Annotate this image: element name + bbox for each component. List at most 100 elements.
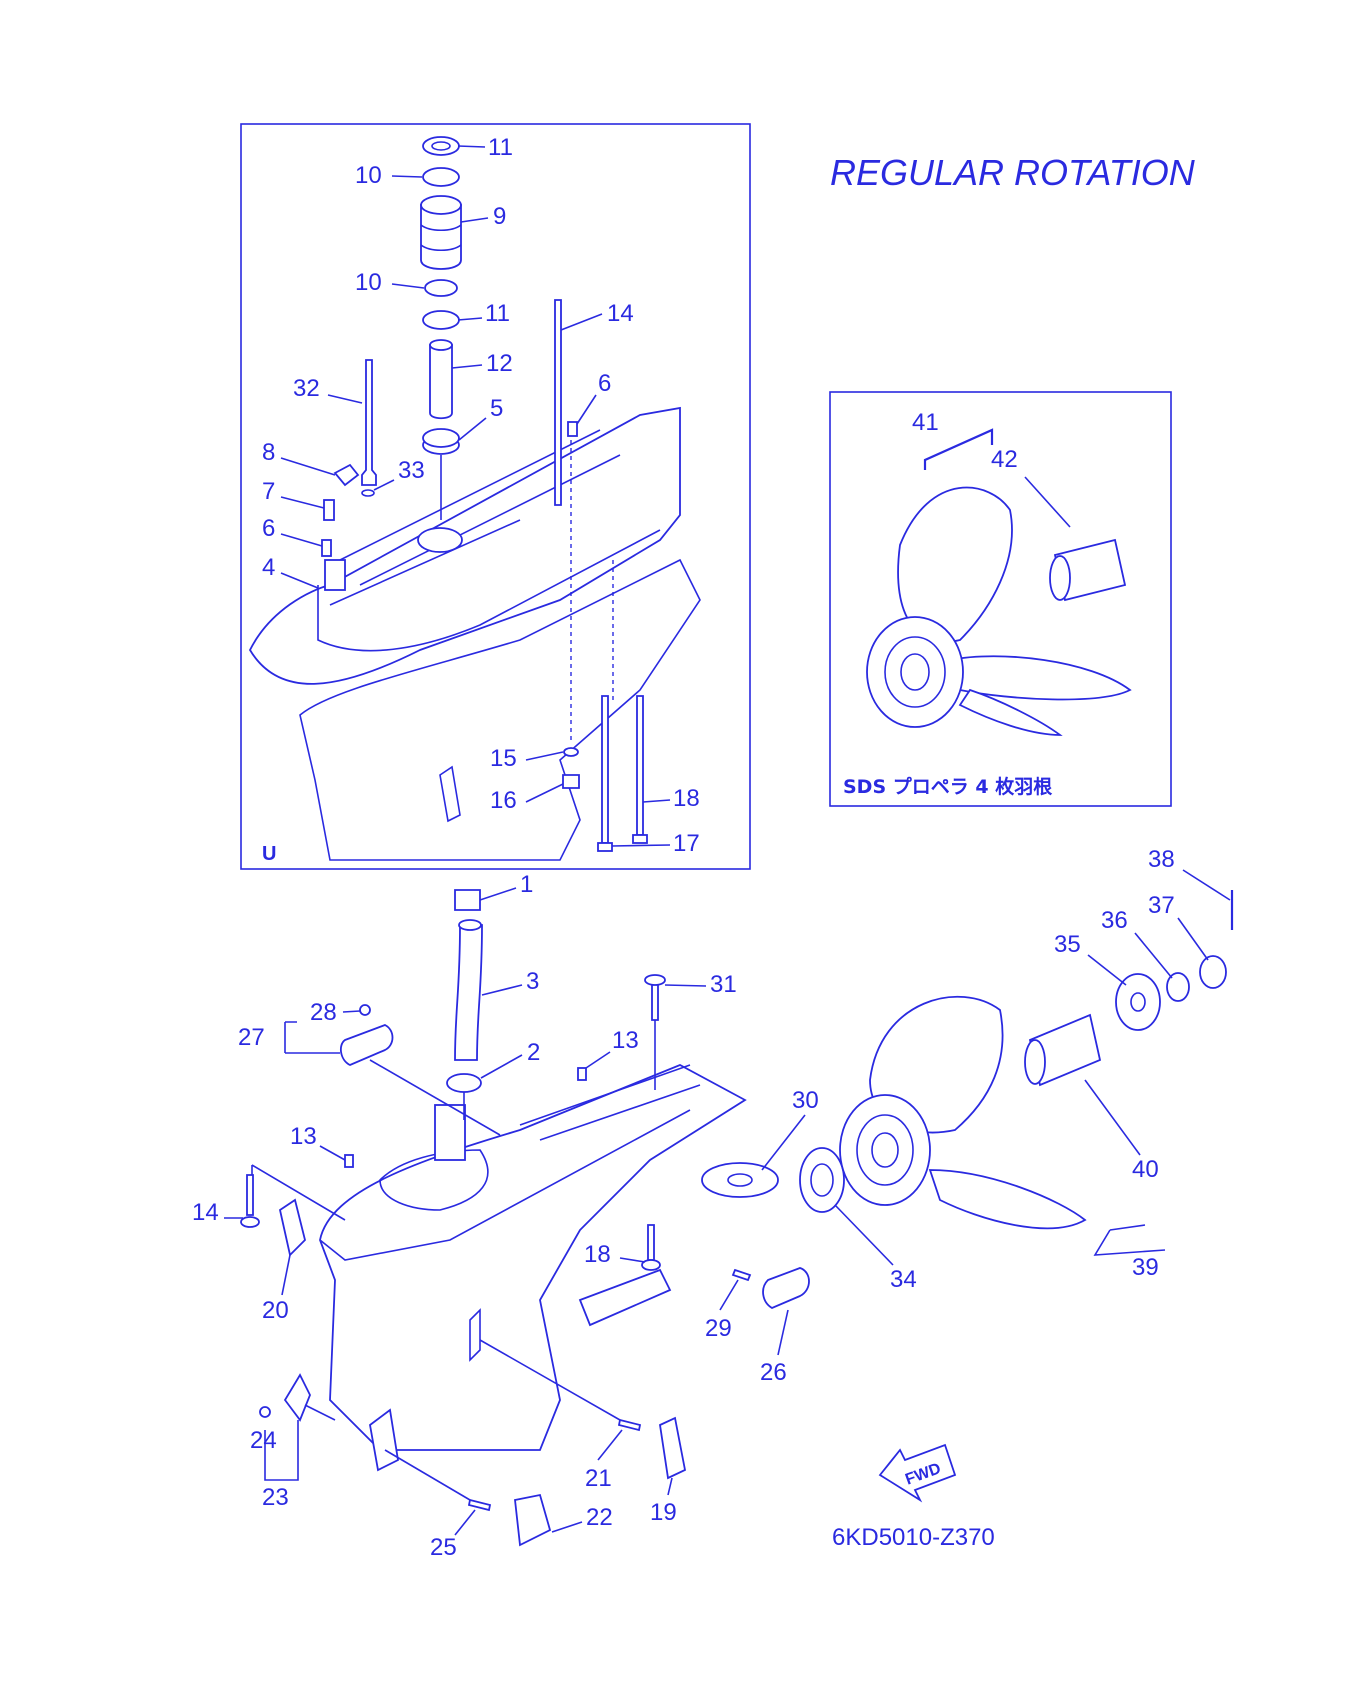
water-tube-3 — [454, 924, 483, 1061]
callout-13-right: 13 — [612, 1027, 639, 1054]
diagram-title: REGULAR ROTATION — [830, 152, 1196, 193]
callout-7: 7 — [262, 478, 275, 505]
bolt-14-lower — [246, 1174, 254, 1216]
callout-16: 16 — [490, 787, 517, 814]
stud-bolt-14-upper — [554, 299, 562, 506]
bolt-31-head — [644, 974, 666, 986]
cavitation-slot — [369, 1408, 399, 1472]
anode-20 — [278, 1198, 306, 1257]
callout-38: 38 — [1148, 846, 1175, 873]
lower-casing-body — [319, 1064, 747, 1451]
callout-35: 35 — [1054, 931, 1081, 958]
callout-6-left: 6 — [262, 515, 275, 542]
seal-5-top — [422, 428, 460, 448]
dowel-13-right — [577, 1067, 587, 1081]
callout-19: 19 — [650, 1499, 677, 1526]
oil-seal-11-low — [422, 310, 460, 330]
callout-25: 25 — [430, 1534, 457, 1561]
lower-casing-deck — [319, 1109, 691, 1261]
washer-36 — [1166, 972, 1190, 1002]
lower-casing-group: FWD — [240, 889, 1234, 1547]
water-tube-3-top — [458, 919, 482, 931]
callout-36: 36 — [1101, 907, 1128, 934]
callout-40: 40 — [1132, 1156, 1159, 1183]
lower-slot — [469, 1308, 481, 1362]
plate-30 — [701, 1162, 779, 1198]
lower-casing-ribs — [519, 1064, 701, 1141]
callout-11-top: 11 — [488, 134, 513, 161]
leader-42 — [1024, 476, 1071, 528]
sds-spline-42-end — [1049, 555, 1071, 601]
callout-10-top: 10 — [355, 162, 382, 189]
oil-seal-11-top-bore — [431, 141, 451, 151]
washer-10-top — [422, 167, 460, 187]
lower-housing-silhouette — [299, 558, 701, 861]
callout-labels: 11 10 9 10 11 14 12 32 6 5 8 33 7 6 4 15… — [192, 134, 1231, 1561]
oil-seal-11-top — [422, 136, 460, 156]
callout-30: 30 — [792, 1087, 819, 1114]
propeller-inset-frame — [829, 391, 1172, 807]
shift-rod-32 — [361, 359, 377, 486]
callout-22: 22 — [586, 1504, 613, 1531]
bolt-17-head — [597, 842, 613, 852]
callout-15: 15 — [490, 745, 517, 772]
bushing-9 — [420, 204, 462, 270]
callout-5: 5 — [490, 395, 503, 422]
dowel-6-right — [567, 421, 578, 437]
upper-casing-edge — [317, 529, 661, 652]
anode-23-line — [304, 1404, 336, 1421]
bolt-24 — [259, 1406, 271, 1418]
washer-15 — [563, 747, 579, 757]
callout-42: 42 — [991, 446, 1018, 473]
nut-16 — [562, 774, 580, 789]
callout-8: 8 — [262, 439, 275, 466]
inset-corner-mark: U — [262, 843, 276, 865]
bolt-14-lower-head — [240, 1216, 260, 1228]
callout-14-upper: 14 — [607, 300, 634, 327]
propeller-hub-39-bore — [871, 1132, 899, 1168]
callout-33: 33 — [398, 457, 425, 484]
bushing-9-bands — [420, 224, 462, 252]
callout-1: 1 — [520, 871, 533, 898]
propeller-blade-right — [928, 1169, 1087, 1230]
callout-31: 31 — [710, 971, 737, 998]
bracket-14-20 — [251, 1164, 346, 1221]
dowel-13-left — [344, 1154, 354, 1168]
callout-13-left: 13 — [290, 1123, 317, 1150]
callout-4: 4 — [262, 554, 275, 581]
prop-blade-right — [948, 655, 1132, 701]
bolt-18-lower — [647, 1224, 655, 1261]
callout-18-lower: 18 — [584, 1241, 611, 1268]
bolt-18-head — [632, 834, 648, 844]
spacer-35-hole — [1130, 992, 1146, 1012]
callout-18-upper: 18 — [673, 785, 700, 812]
driveshaft-bore — [417, 527, 463, 553]
bolt-18 — [636, 695, 644, 836]
tube-12-top — [429, 339, 453, 351]
callout-17: 17 — [673, 830, 700, 857]
screw-25-line — [384, 1449, 471, 1501]
screw-21 — [617, 1418, 642, 1432]
prop-hub — [866, 616, 964, 728]
driveshaft-stub — [434, 1104, 466, 1161]
callout-27: 27 — [238, 1024, 265, 1051]
callout-11-low: 11 — [485, 300, 510, 327]
bolt-18-lower-head — [641, 1259, 661, 1271]
upper-casing — [248, 406, 681, 685]
trim-tab-19 — [659, 1416, 687, 1480]
callout-21: 21 — [585, 1465, 612, 1492]
callout-6-right: 6 — [598, 370, 611, 397]
propeller-hub-39-inner — [856, 1114, 914, 1186]
callout-12: 12 — [486, 350, 513, 377]
screw-29 — [731, 1268, 752, 1282]
thrust-washer-34-bore — [810, 1163, 834, 1197]
bolt-31 — [651, 979, 659, 1021]
fwd-arrow — [878, 1443, 957, 1503]
bolt-28 — [359, 1004, 371, 1016]
casing-boss — [324, 559, 346, 591]
callout-32: 32 — [293, 375, 320, 402]
o-ring-33 — [361, 489, 375, 497]
bushing-9-top — [420, 195, 462, 215]
